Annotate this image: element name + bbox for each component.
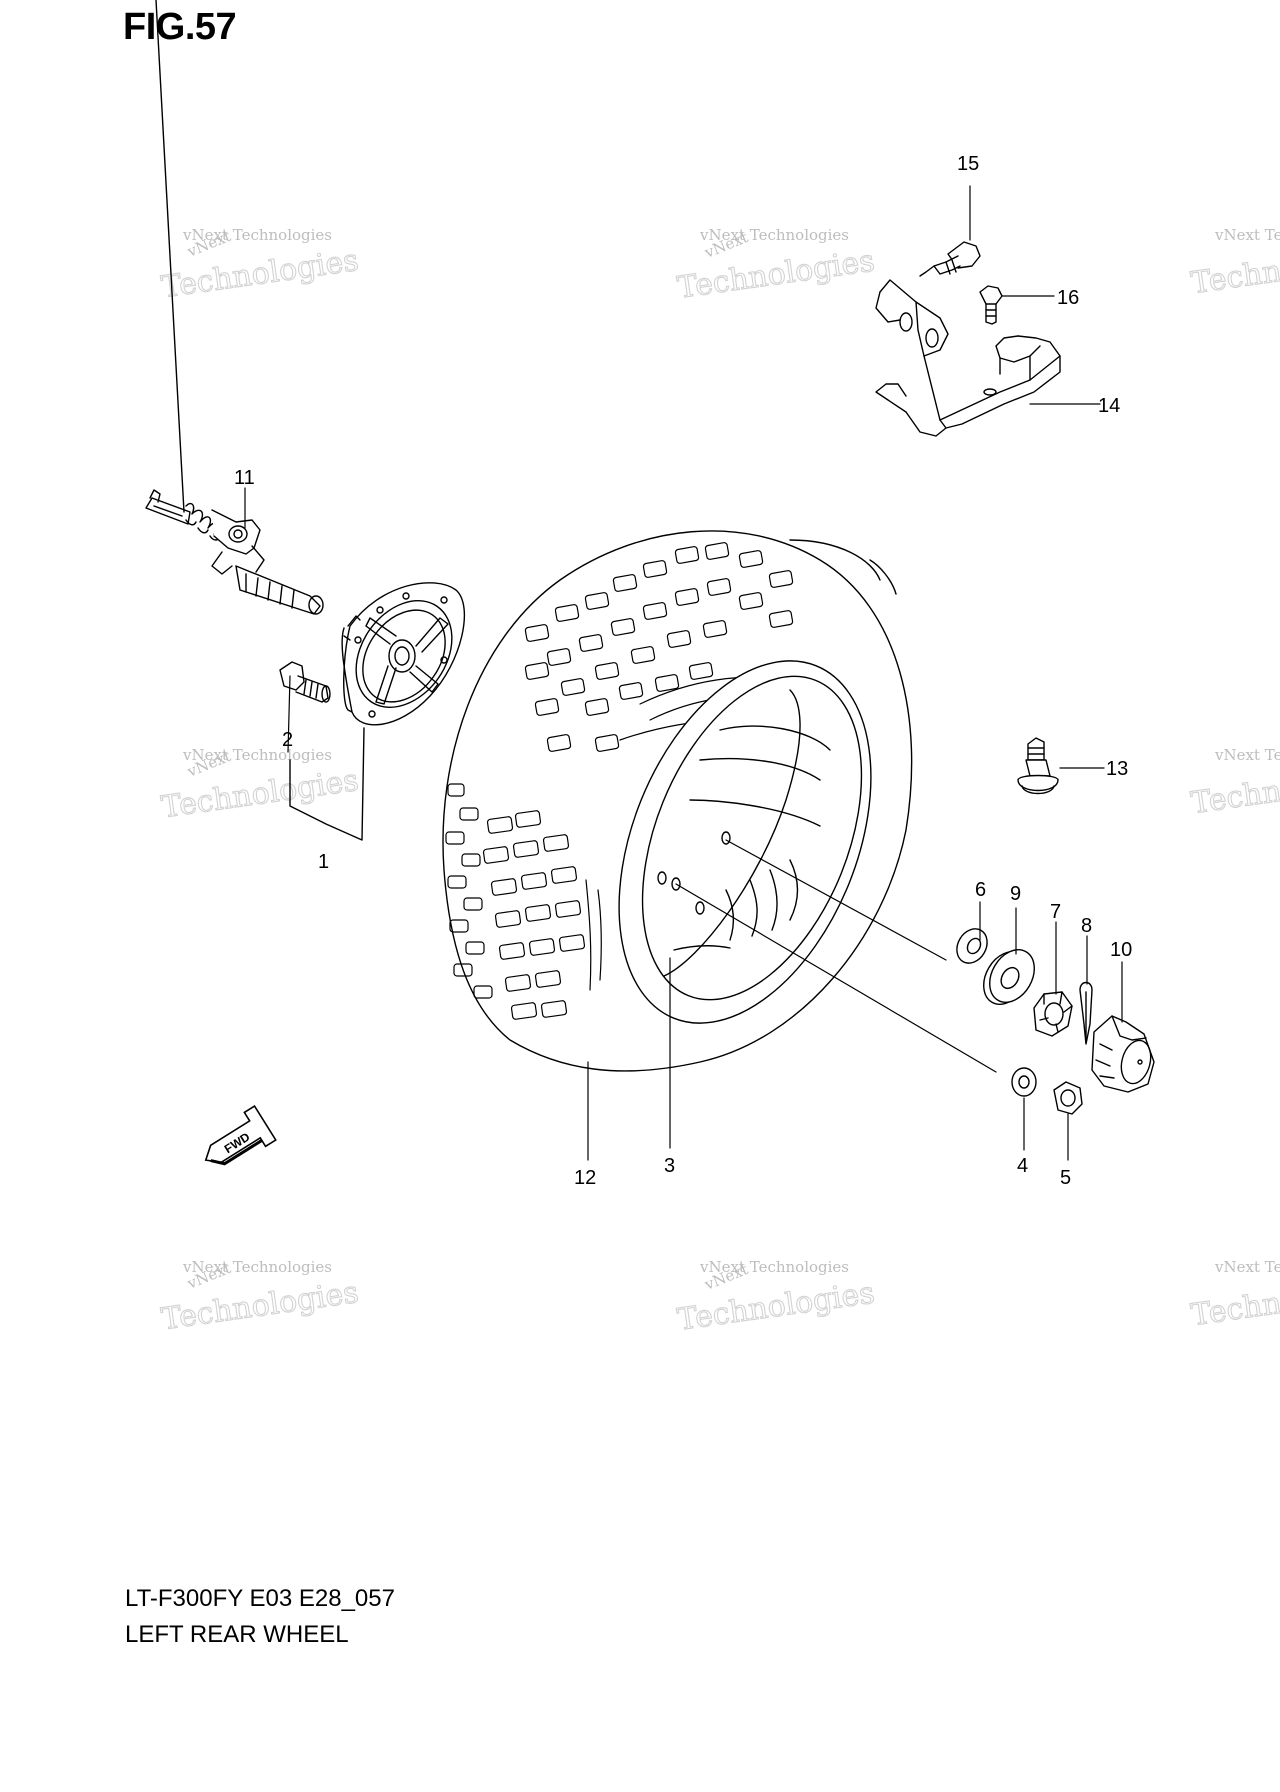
callout-6: 6 [975, 879, 986, 901]
callout-15: 15 [957, 153, 979, 175]
callout-3: 3 [664, 1155, 675, 1177]
callout-2: 2 [282, 729, 293, 751]
fwd-arrow-icon: FWD [204, 1104, 277, 1166]
watermark-ml: vNext vNext Technologies Technologies [159, 746, 362, 826]
bolt-15-drawing [919, 241, 981, 277]
section-name: LEFT REAR WHEEL [125, 1621, 349, 1648]
svg-text:Technologies: Technologies [1189, 759, 1280, 821]
watermark-bc: vNext vNext Technologies Technologies [675, 1258, 878, 1338]
callout-bracket-1-2 [289, 727, 365, 841]
callout-7: 7 [1050, 901, 1061, 923]
callout-11: 11 [234, 467, 255, 489]
svg-text:vNext Technologies: vNext Technologies [182, 226, 332, 244]
hub-cap-10-drawing [1091, 1015, 1155, 1093]
svg-text:vNext Technologies: vNext Technologies [182, 746, 332, 764]
svg-text:vNext Technologies: vNext Technologies [699, 1258, 849, 1276]
watermark-mr: vNext Technologies Technologies [1188, 746, 1280, 822]
svg-text:Technologies: Technologies [1189, 1271, 1280, 1333]
seal-9-drawing [983, 949, 1035, 1005]
rim-3-drawing [618, 660, 872, 1024]
callout-4: 4 [1017, 1155, 1028, 1177]
watermark-tc: vNext vNext Technologies Technologies [675, 226, 878, 306]
axle-centerline [725, 839, 947, 961]
callout-10: 10 [1110, 939, 1132, 961]
callout-leaders [244, 185, 1123, 1161]
bracket-14-drawing [875, 279, 1061, 437]
washer-6-drawing [956, 928, 988, 964]
callout-13: 13 [1106, 758, 1128, 780]
model-code: LT-F300FY E03 E28_057 [125, 1585, 395, 1612]
drive-shaft-11-drawing [145, 0, 324, 615]
callout-14: 14 [1098, 395, 1120, 417]
stud-bolt-2-drawing [279, 661, 331, 703]
callout-16: 16 [1057, 287, 1079, 309]
washer-4-drawing [1011, 1067, 1037, 1097]
svg-text:vNext Technologies: vNext Technologies [1214, 1258, 1280, 1276]
castle-nut-7-drawing [1033, 991, 1073, 1037]
figure-title: FIG.57 [123, 6, 237, 48]
svg-text:Technologies: Technologies [1189, 239, 1280, 301]
cotter-pin-8-drawing [1079, 981, 1093, 1045]
watermark-bl: vNext vNext Technologies Technologies [159, 1258, 362, 1338]
callout-5: 5 [1060, 1167, 1071, 1189]
valve-13-drawing [1017, 737, 1059, 795]
hub-flange-1-drawing [341, 582, 466, 726]
callout-numbers: 15 16 14 11 2 1 13 6 9 7 8 10 4 5 3 12 [234, 153, 1132, 1189]
svg-text:vNext Technologies: vNext Technologies [1214, 746, 1280, 764]
callout-8: 8 [1081, 915, 1092, 937]
svg-text:vNext Technologies: vNext Technologies [182, 1258, 332, 1276]
watermark-br: vNext Technologies Technologies [1188, 1258, 1280, 1334]
callout-12: 12 [574, 1167, 596, 1189]
watermark-tr: vNext Technologies Technologies [1188, 226, 1280, 302]
svg-text:vNext Technologies: vNext Technologies [699, 226, 849, 244]
callout-1: 1 [318, 851, 329, 873]
bolt-16-drawing [979, 285, 1003, 325]
stud-centerline [675, 883, 997, 1073]
nut-5-drawing [1053, 1081, 1083, 1115]
svg-text:vNext Technologies: vNext Technologies [1214, 226, 1280, 244]
watermark-tl: vNext vNext Technologies Technologies [159, 226, 362, 306]
callout-9: 9 [1010, 883, 1021, 905]
